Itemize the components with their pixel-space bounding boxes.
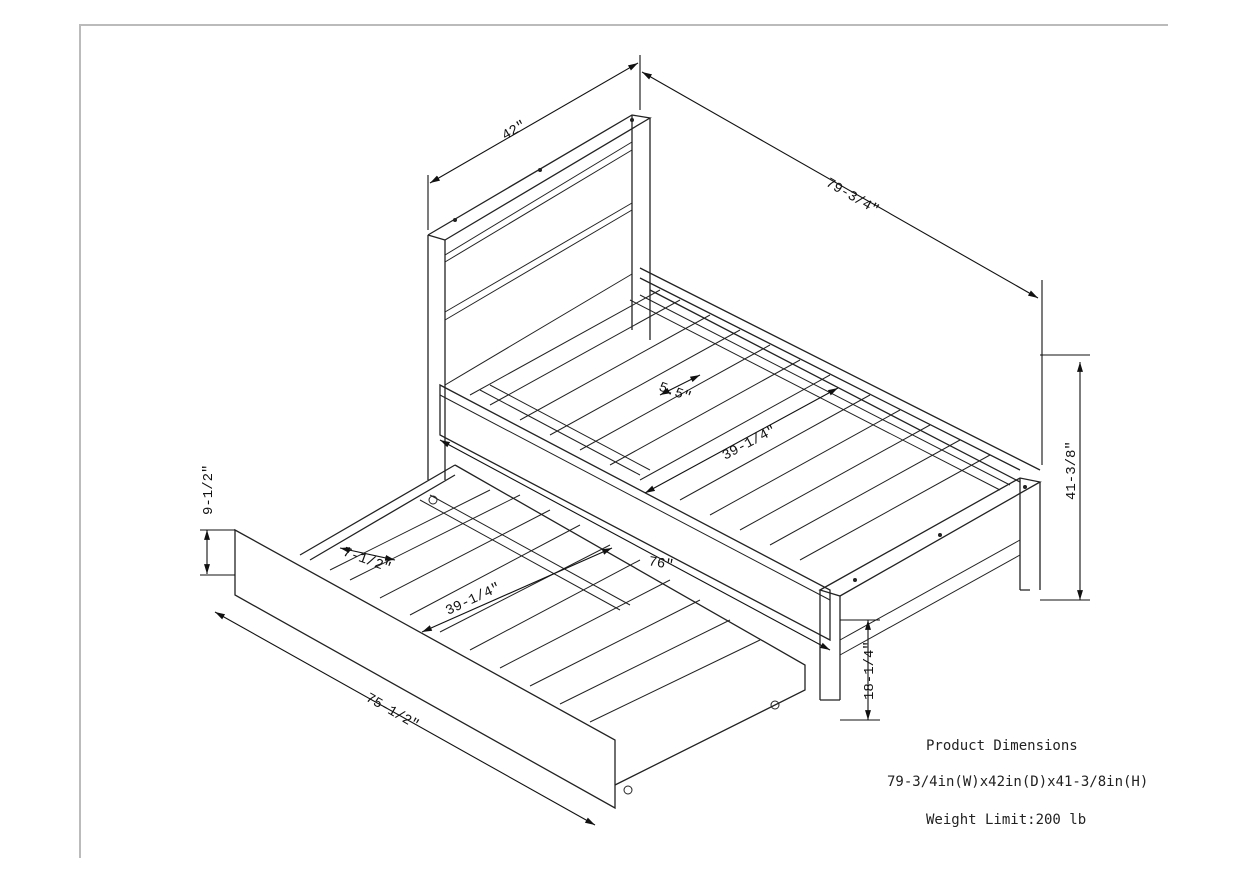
product-dimensions-title: Product Dimensions — [926, 738, 1078, 754]
trundle — [234, 464, 806, 810]
label-overall-length: 79-3/4″ — [823, 175, 882, 218]
label-trundle-height: 9-1/2″ — [201, 465, 217, 515]
label-overall-height: 41-3/8″ — [1064, 441, 1080, 500]
weight-limit: Weight Limit:200 lb — [926, 812, 1087, 828]
label-inner-length: 76″ — [647, 554, 675, 574]
dimension-labels: 42″ 79-3/4″ 41-3/8″ 5.5″ 39-1/4″ 76″ 9-1… — [201, 118, 1080, 734]
footboard — [818, 477, 1042, 701]
label-trundle-length: 75-1/2″ — [363, 690, 422, 733]
product-size: 79-3/4in(W)x42in(D)x41-3/8in(H) — [887, 774, 1149, 790]
headboard — [427, 114, 652, 480]
dimension-lines — [200, 55, 1090, 826]
label-clearance-height: 18-1/4″ — [862, 641, 878, 700]
page-border — [79, 24, 1168, 858]
bed-frame — [427, 114, 1042, 701]
label-slat-spacing: 5.5″ — [656, 380, 693, 407]
label-inner-width: 39-1/4″ — [720, 423, 779, 465]
